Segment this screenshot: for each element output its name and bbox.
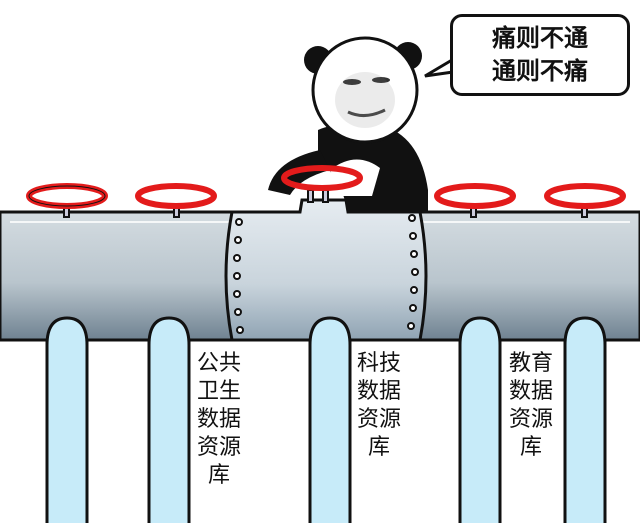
bubble-line-2: 通则不痛 — [492, 57, 588, 85]
bubble-line-1: 痛则不通 — [492, 24, 588, 52]
pipe-joint — [224, 198, 428, 346]
label-education: 教育 数据 资源 库 — [508, 351, 553, 460]
valves — [26, 165, 626, 218]
label-public-health: 公共 卫生 数据 资源 库 — [196, 351, 241, 488]
label-technology: 科技 数据 资源 库 — [356, 351, 401, 460]
panda-character — [268, 36, 428, 212]
water-pipes — [45, 316, 607, 523]
speech-bubble: 痛则不通 通则不痛 — [450, 14, 630, 96]
